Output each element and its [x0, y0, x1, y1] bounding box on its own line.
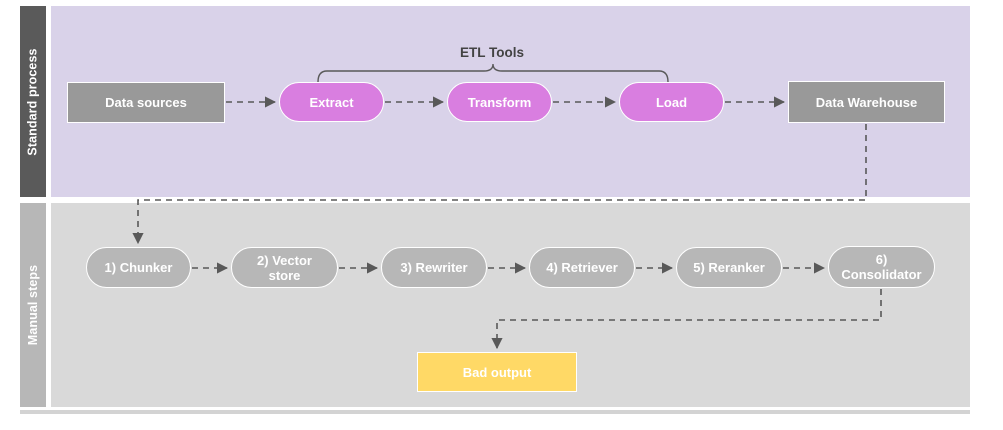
node-data-warehouse-label: Data Warehouse	[815, 94, 918, 110]
lane-standard-process-header: Standard process	[20, 6, 46, 197]
node-consolidator-label: 6) Consolidator	[841, 252, 922, 282]
node-bad-output[interactable]: Bad output	[417, 352, 577, 392]
node-data-sources-label: Data sources	[105, 95, 187, 110]
node-transform-label: Transform	[467, 94, 532, 110]
lane-manual-steps-header: Manual steps	[20, 203, 46, 407]
node-vector-store[interactable]: 2) Vector store	[231, 247, 338, 288]
node-data-sources[interactable]: Data sources	[67, 82, 225, 123]
node-retriever-label: 4) Retriever	[546, 260, 618, 275]
node-rewriter-label: 3) Rewriter	[400, 260, 468, 275]
bottom-divider	[20, 410, 970, 414]
node-extract[interactable]: Extract	[279, 82, 384, 122]
node-retriever[interactable]: 4) Retriever	[529, 247, 635, 288]
node-load[interactable]: Load	[619, 82, 724, 122]
node-bad-output-label: Bad output	[462, 364, 532, 380]
etl-tools-label: ETL Tools	[460, 45, 524, 60]
node-data-warehouse[interactable]: Data Warehouse	[788, 81, 945, 123]
lane-manual-steps-label: Manual steps	[26, 264, 41, 346]
node-load-label: Load	[655, 94, 688, 110]
node-reranker-label: 5) Reranker	[693, 260, 765, 275]
node-chunker-label: 1) Chunker	[104, 260, 173, 275]
node-chunker[interactable]: 1) Chunker	[86, 247, 191, 288]
node-consolidator[interactable]: 6) Consolidator	[828, 246, 935, 288]
node-transform[interactable]: Transform	[447, 82, 552, 122]
node-rewriter[interactable]: 3) Rewriter	[381, 247, 487, 288]
node-extract-label: Extract	[309, 94, 354, 110]
node-vector-store-label: 2) Vector store	[257, 252, 312, 283]
lane-standard-process-label: Standard process	[26, 47, 41, 156]
node-reranker[interactable]: 5) Reranker	[676, 247, 782, 288]
